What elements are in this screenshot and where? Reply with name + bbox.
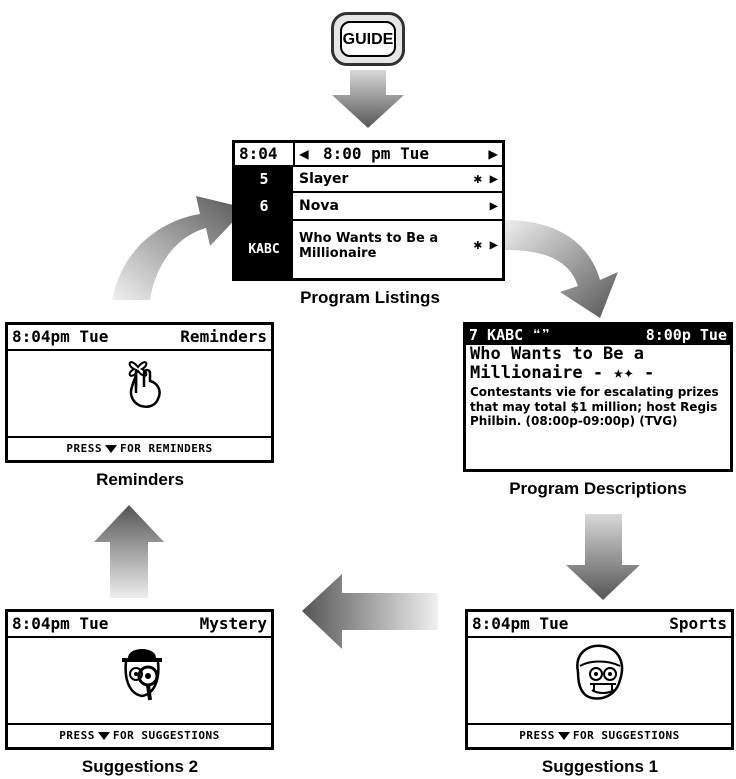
- arrow-suggestions1-to-suggestions2: [302, 574, 438, 649]
- more-info-icon: ▶: [489, 198, 498, 214]
- arrow-guide-to-listings: [332, 70, 404, 128]
- suggestions1-footer: PRESS FOR SUGGESTIONS: [468, 723, 731, 747]
- next-slot-icon[interactable]: ▶: [488, 144, 498, 163]
- suggestions1-category: Sports: [669, 614, 727, 633]
- listing-row[interactable]: KABC Who Wants to Be a Millionaire ✱ ▶: [235, 221, 502, 278]
- listing-row[interactable]: 6 Nova ▶: [235, 193, 502, 221]
- arrow-reminders-to-listings: [112, 196, 246, 300]
- program-title: Nova: [299, 198, 339, 214]
- more-info-icon: ▶: [489, 237, 498, 253]
- channel-number: 5: [235, 167, 293, 191]
- reminder-star-icon: ✱: [473, 171, 482, 187]
- reminders-caption: Reminders: [96, 470, 184, 489]
- footer-press: PRESS: [519, 729, 555, 742]
- description-body: Contestants vie for escalating prizes th…: [470, 385, 719, 428]
- finger-string-icon: [128, 361, 161, 408]
- arrow-suggestions2-to-reminders: [94, 505, 164, 598]
- description-time: 8:00p Tue: [645, 326, 727, 344]
- footer-action: FOR SUGGESTIONS: [572, 729, 680, 742]
- channel-number: KABC: [235, 221, 293, 278]
- suggestions1-time: 8:04pm Tue: [472, 614, 569, 633]
- listings-slot: 8:00 pm Tue: [323, 144, 429, 163]
- reminders-screen: 8:04pm Tue Reminders PRESS FOR REMINDERS: [5, 322, 274, 463]
- down-arrow-icon: [105, 445, 118, 453]
- program-title: Slayer: [299, 171, 349, 187]
- prev-slot-icon[interactable]: ◀: [299, 144, 309, 163]
- listing-row[interactable]: 5 Slayer ✱ ▶: [235, 167, 502, 193]
- footer-action: FOR SUGGESTIONS: [112, 729, 220, 742]
- down-arrow-icon: [97, 732, 110, 740]
- footer-press: PRESS: [66, 442, 103, 455]
- more-info-icon: ▶: [489, 171, 498, 187]
- suggestions2-screen: 8:04pm Tue Mystery PRESS FOR SUGGESTIONS: [5, 609, 274, 750]
- description-channel: 7 KABC ❝❞: [469, 326, 551, 344]
- reminders-title: Reminders: [180, 327, 267, 346]
- program-title: Who Wants to Be a Millionaire: [299, 231, 439, 261]
- detective-icon: [122, 649, 162, 701]
- program-listings-caption: Program Listings: [300, 288, 440, 307]
- reminders-footer: PRESS FOR REMINDERS: [8, 436, 271, 460]
- reminders-time: 8:04pm Tue: [12, 327, 109, 346]
- suggestions2-time: 8:04pm Tue: [12, 614, 109, 633]
- down-arrow-icon: [557, 732, 570, 740]
- reminder-star-icon: ✱: [473, 237, 482, 253]
- suggestions2-footer: PRESS FOR SUGGESTIONS: [8, 723, 271, 747]
- suggestions2-caption: Suggestions 2: [81, 757, 199, 776]
- program-descriptions-caption: Program Descriptions: [509, 479, 687, 498]
- suggestions1-caption: Suggestions 1: [541, 757, 659, 776]
- channel-number: 6: [235, 193, 293, 219]
- suggestions2-category: Mystery: [199, 614, 267, 633]
- suggestions1-screen: 8:04pm Tue Sports PRESS FOR SUGGESTIONS: [465, 609, 734, 750]
- guide-button[interactable]: GUIDE: [331, 12, 405, 66]
- arrow-listings-to-description: [505, 220, 618, 318]
- arrow-description-to-suggestions1: [566, 514, 640, 600]
- footer-press: PRESS: [59, 729, 95, 742]
- football-player-icon: [576, 644, 624, 700]
- listings-time: 8:04: [239, 144, 278, 163]
- program-description-screen: 7 KABC ❝❞ 8:00p Tue Who Wants to Be a Mi…: [463, 322, 733, 472]
- description-title: Who Wants to Be a Millionaire - ★✦ -: [470, 344, 655, 383]
- guide-button-label: GUIDE: [340, 21, 396, 57]
- footer-action: FOR REMINDERS: [120, 442, 213, 455]
- program-listings-screen: 8:04 ◀ 8:00 pm Tue ▶ 5 Slayer ✱ ▶ 6 Nova…: [232, 140, 505, 281]
